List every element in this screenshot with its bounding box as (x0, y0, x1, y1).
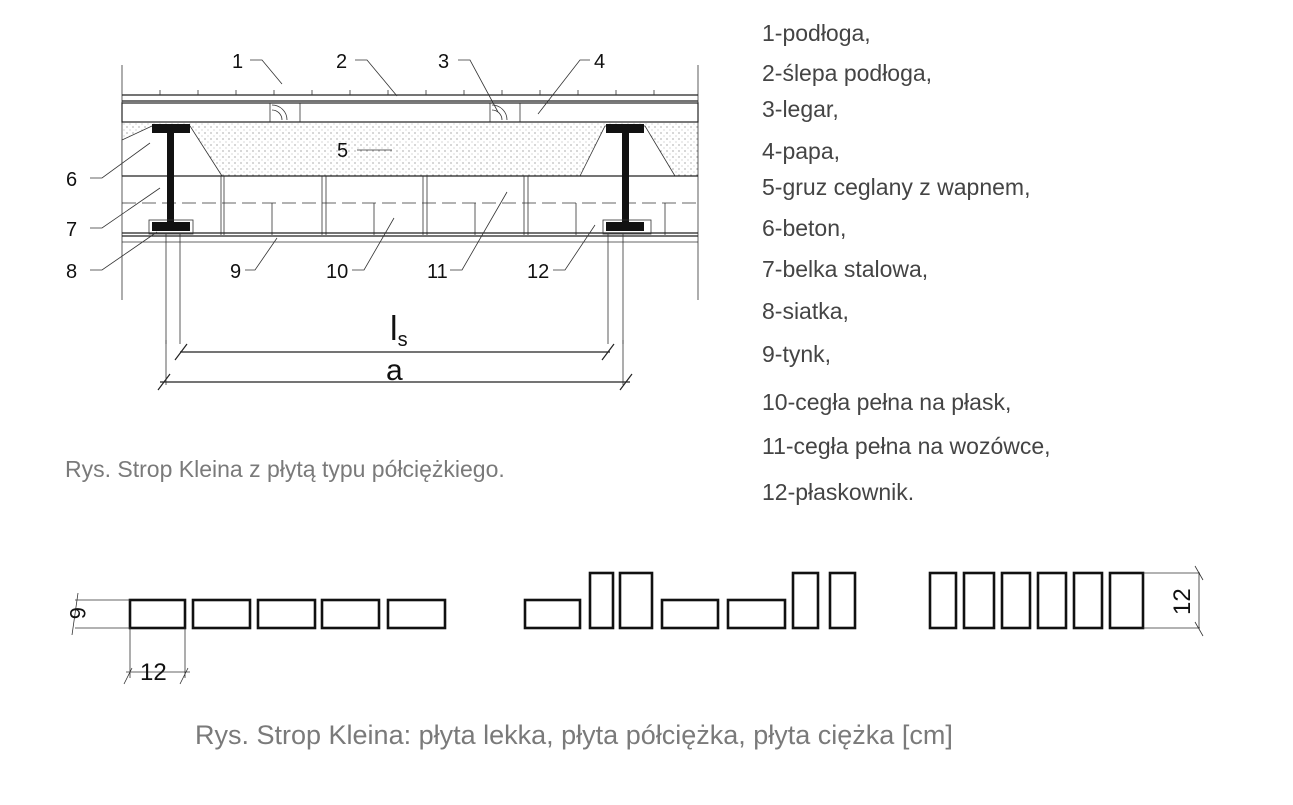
dim-width-12: 12 (140, 659, 167, 686)
callout-8: 8 (66, 261, 77, 283)
callout-3: 3 (438, 51, 449, 73)
callout-1: 1 (232, 51, 243, 73)
dim-height-6: 6 (65, 607, 90, 619)
steel-beam-right (606, 124, 644, 231)
legend-item-10: 10-cegła pełna na płask, (762, 389, 1012, 415)
dimension-a: a (157, 340, 633, 391)
legend-item-6: 6-beton, (762, 215, 847, 241)
callout-4: 4 (594, 51, 605, 73)
legend-item-1: 1-podłoga, (762, 20, 871, 46)
caption-top: Rys. Strop Kleina z płytą typu półciężki… (65, 456, 505, 482)
floor-section: ls a 1 2 3 4 5 6 7 8 9 10 11 12 (66, 51, 699, 391)
legend-item-8: 8-siatka, (762, 298, 849, 324)
legend-item-2: 2-ślepa podłoga, (762, 60, 933, 86)
legend-item-11: 11-cegła pełna na wozówce, (762, 433, 1051, 459)
caption-bottom: Rys. Strop Kleina: płyta lekka, płyta pó… (195, 720, 953, 750)
callout-6: 6 (66, 169, 77, 191)
legend-item-7: 7-belka stalowa, (762, 256, 929, 282)
dim-height-12: 12 (1169, 588, 1196, 615)
legend-item-4: 4-papa, (762, 138, 841, 164)
callout-9: 9 (230, 261, 241, 283)
legend-item-9: 9-tynk, (762, 341, 832, 367)
label-ls: l (390, 310, 398, 348)
legend-item-5: 5-gruz ceglany z wapnem, (762, 174, 1031, 200)
label-a: a (386, 354, 403, 387)
steel-beam-left (152, 124, 190, 231)
brick-slab-medium (523, 571, 857, 630)
callout-numbers: 1 2 3 4 5 6 7 8 9 10 11 12 (66, 51, 605, 283)
dimension-ls: ls (174, 310, 615, 361)
svg-text:ls: ls (390, 310, 408, 351)
legend-item-12: 12-płaskownik. (762, 479, 915, 505)
floor-board-joints (159, 90, 655, 95)
callout-11: 11 (427, 261, 448, 283)
brick-slab-light: 6 12 (65, 592, 447, 686)
callout-2: 2 (336, 51, 347, 73)
label-ls-sub: s (398, 329, 408, 351)
callout-7: 7 (66, 219, 77, 241)
callout-5: 5 (337, 140, 348, 162)
callout-12: 12 (527, 261, 549, 283)
legend-item-3: 3-legar, (762, 96, 839, 122)
callout-10: 10 (326, 261, 348, 283)
brick-slab-heavy: 12 (928, 565, 1204, 637)
